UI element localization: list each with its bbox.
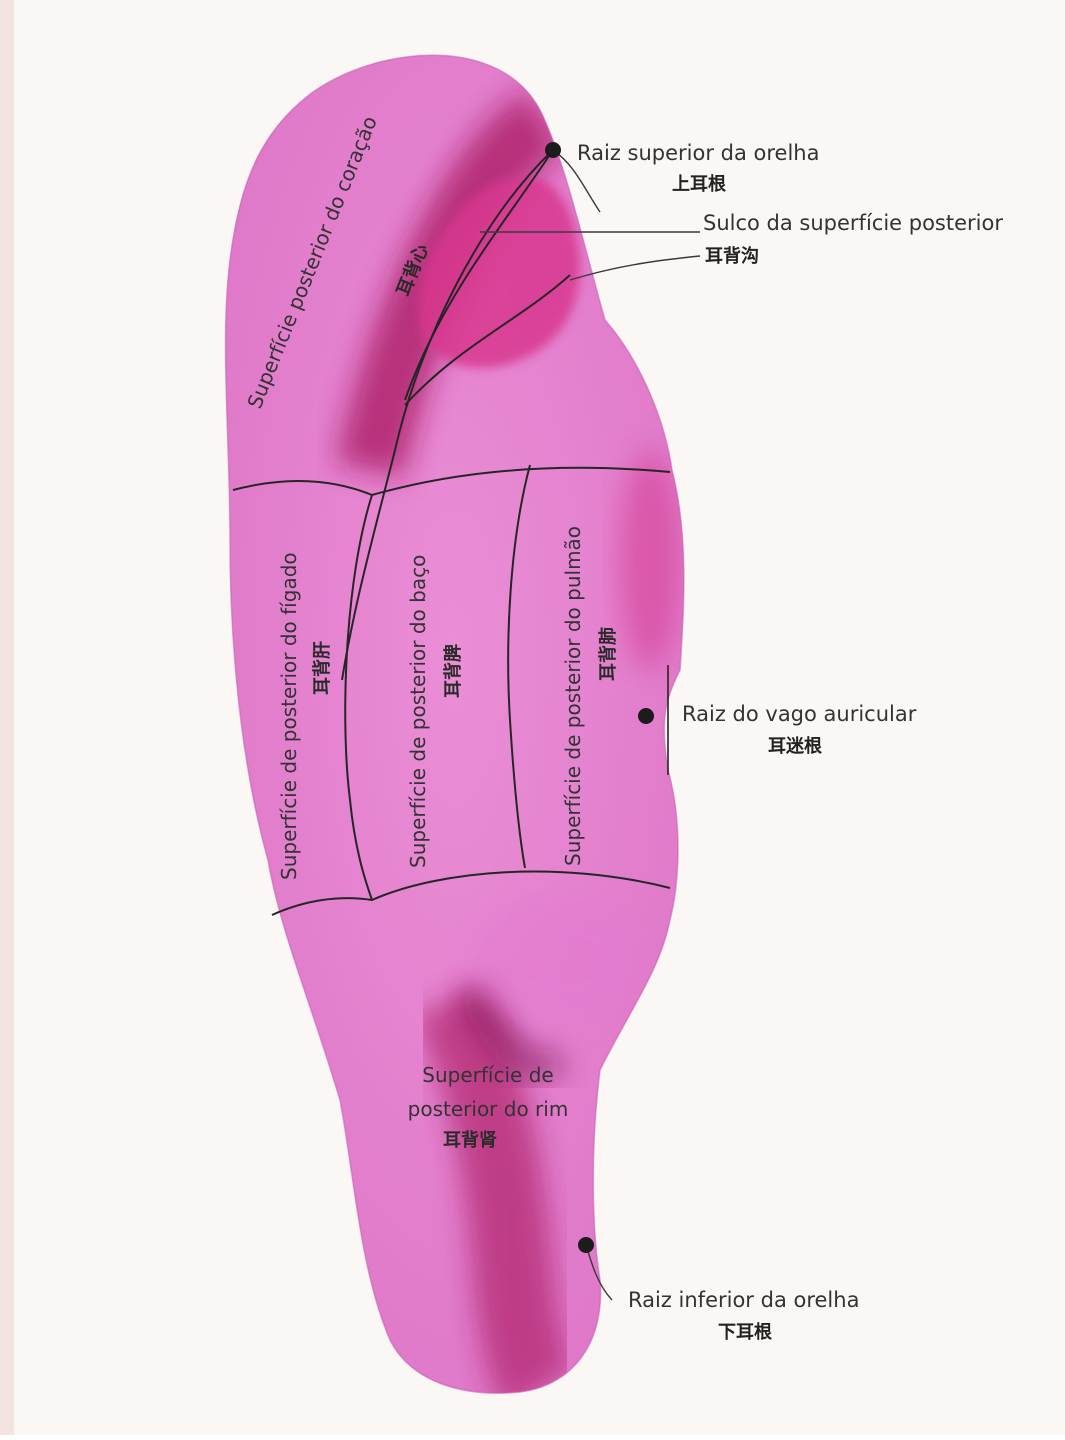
region-figado-cn: 耳背肝 <box>311 641 333 695</box>
region-pulmao-cn: 耳背肺 <box>597 627 619 681</box>
label-sulco-cn: 耳背沟 <box>705 245 759 267</box>
point-raiz-superior <box>545 142 561 158</box>
region-rim-line1: Superfície de <box>422 1063 553 1087</box>
region-figado-pt: Superfície de posterior do fígado <box>277 552 301 880</box>
label-raiz-superior-pt: Raiz superior da orelha <box>577 141 819 165</box>
page-edge <box>0 0 14 1435</box>
point-raiz-inferior <box>578 1237 594 1253</box>
region-pulmao-pt: Superfície de posterior do pulmão <box>561 526 585 866</box>
label-raiz-superior-cn: 上耳根 <box>672 173 726 195</box>
label-raiz-inferior-pt: Raiz inferior da orelha <box>628 1288 859 1312</box>
region-baco-cn: 耳背脾 <box>442 644 464 698</box>
label-vago-cn: 耳迷根 <box>768 735 822 757</box>
region-rim-line2: posterior do rim <box>408 1097 569 1121</box>
point-vago <box>638 708 654 724</box>
label-raiz-inferior-cn: 下耳根 <box>718 1321 772 1343</box>
label-vago-pt: Raiz do vago auricular <box>682 702 917 726</box>
region-rim-cn: 耳背肾 <box>443 1129 497 1151</box>
region-baco-pt: Superfície de posterior do baço <box>406 555 430 868</box>
label-sulco-pt: Sulco da superfície posterior <box>703 211 1003 235</box>
